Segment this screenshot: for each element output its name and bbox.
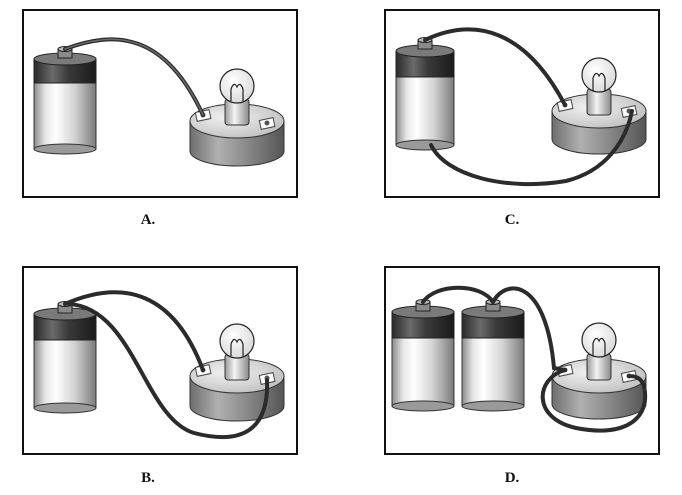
battery-left [391,299,455,412]
wire-between-batteries [421,285,495,304]
wire-one [63,290,205,372]
circuit-c-illustration [395,27,647,187]
battery-right [461,299,525,412]
wire-two [67,302,270,439]
panel-d [384,266,660,455]
panel-b [22,266,298,455]
circuit-d-illustration [391,285,648,433]
battery [33,46,97,155]
panel-b-label: B. [141,470,155,486]
battery [395,37,455,151]
bulb-holder [189,68,285,167]
panel-a [22,9,298,198]
wire-loop [540,368,648,433]
panel-c-label: C. [504,212,520,228]
panel-a-label: A. [140,212,156,228]
bulb-holder [551,57,647,155]
wire-to-bulb [491,286,567,372]
circuit-b-illustration [33,290,285,439]
circuit-a-illustration [33,37,285,167]
wire-bottom [429,109,634,187]
panel-c [384,9,660,198]
panel-d-label: D. [504,470,520,486]
bulb-holder [551,322,647,420]
wire-top [423,27,567,107]
bulb-holder [189,323,285,422]
battery [33,301,97,414]
